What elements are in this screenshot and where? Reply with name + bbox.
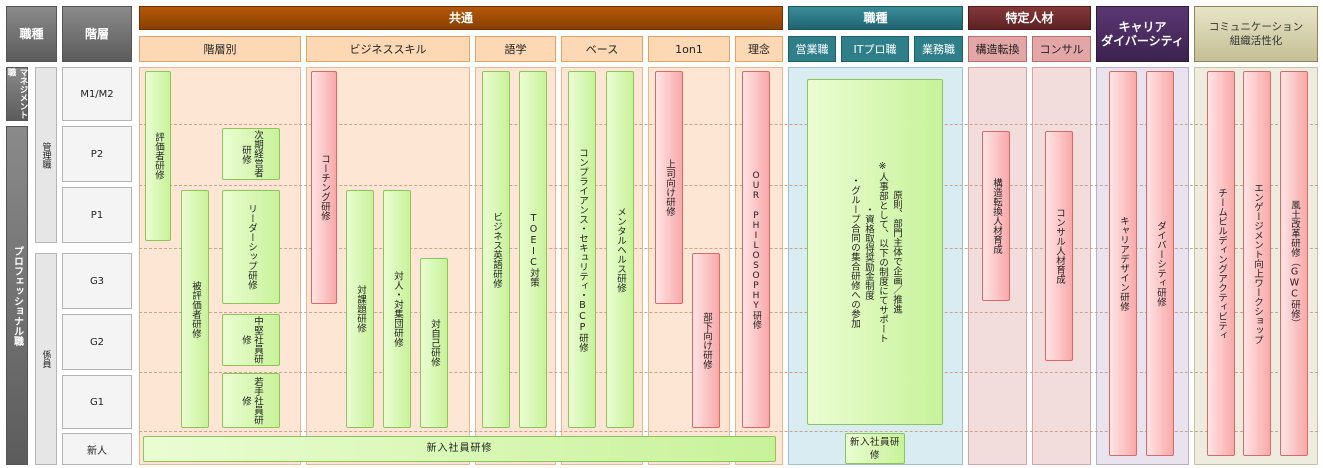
separator-line [139,124,1318,125]
program-restructure: 構造転換人材育成 [982,131,1010,301]
program-culture: 風土改革研修（GWC研修） [1280,71,1308,456]
program-diversity: ダイバーシティ研修 [1146,71,1174,456]
management-label: マネジメント職 [6,67,28,121]
staff-label: 係員 [35,253,57,465]
program-boss: 上司向け研修 [655,71,683,304]
program-consul: コンサル人材育成 [1045,131,1073,361]
program-biz-english: ビジネス英語研修 [482,71,510,428]
level-p2: P2 [62,126,132,182]
program-toeic: TOEIC対策 [519,71,547,428]
level-g1: G1 [62,375,132,429]
career-header: キャリア ダイバーシティ [1096,6,1189,62]
program-young-staff: 若手社員研修 [222,373,280,428]
separator-line [139,372,1318,373]
program-evaluated: 被評価者研修 [181,190,209,428]
level-g2: G2 [62,314,132,370]
subheader-by-level: 階層別 [139,36,301,62]
special-header: 特定人材 [968,6,1091,30]
program-next-exec: 次期経営者研修 [222,128,280,180]
separator-line [139,185,1318,186]
program-new-hire: 新入社員研修 [143,436,776,462]
professional-label: プロフェッショナル職 [6,126,28,465]
subheader-it: ITプロ職 [841,36,909,62]
program-mental: メンタルヘルス研修 [606,71,634,428]
subheader-consul: コンサル [1032,36,1091,62]
program-subordinate: 部下向け研修 [692,253,720,428]
subheader-1on1: 1on1 [648,36,730,62]
common-header: 共通 [139,6,783,30]
subheader-sales: 営業職 [788,36,836,62]
subheader-restructure: 構造転換 [968,36,1027,62]
separator-line [139,248,1318,249]
program-team-building: チームビルディングアクティビティ [1207,71,1235,456]
job-header: 職種 [788,6,963,30]
program-new-hire-job: 新入社員研修 [845,433,905,464]
level-m1m2: M1/M2 [62,67,132,121]
program-mid-staff: 中堅社員研修 [222,314,280,366]
program-evaluator: 評価者研修 [145,71,171,241]
program-career-design: キャリアデザイン研修 [1109,71,1137,456]
program-compliance: コンプライアンス・セキュリティ・BCP研修 [568,71,596,428]
subheader-business: ビジネススキル [306,36,470,62]
separator-line [139,312,1318,313]
subheader-language: 語学 [475,36,556,62]
separator-line [139,431,1318,432]
comm-header: コミュニケーション 組織活性化 [1194,6,1318,62]
subheader-base: ベース [561,36,643,62]
level-p1: P1 [62,187,132,243]
level-new: 新人 [62,433,132,465]
program-interpersonal: 対人・対集団研修 [383,190,411,428]
job-type-header: 職種 [6,6,57,62]
subheader-office: 業務職 [914,36,963,62]
program-coaching: コーチング研修 [311,71,337,304]
program-philosophy: OUR PHILOSOPHY研修 [742,71,770,428]
level-g3: G3 [62,253,132,309]
program-issue: 対課題研修 [346,190,374,428]
program-engagement: エンゲージメント向上ワークショップ [1243,71,1271,456]
program-job-note: 原則、部門主体で企画／推進 ※人事部として、以下の制度にてサポート ・資格取得奨… [807,79,943,425]
program-leadership: リーダーシップ研修 [222,190,280,304]
subheader-philosophy: 理念 [735,36,783,62]
level-header: 階層 [62,6,132,62]
manager-label: 管理職 [35,67,57,243]
program-self: 対自己研修 [420,258,448,428]
